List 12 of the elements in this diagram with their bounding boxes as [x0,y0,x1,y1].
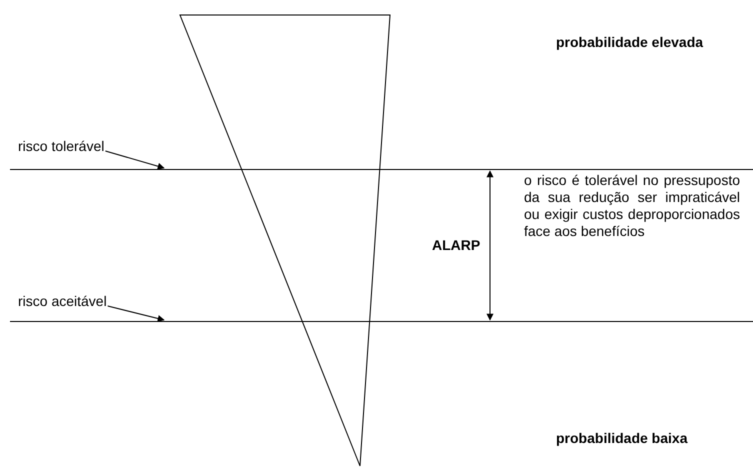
line-label: risco aceitável [18,293,107,309]
edge-label: ALARP [432,236,480,252]
leader-arrow [107,306,165,322]
line-label: risco tolerável [18,138,104,154]
double-arrow [486,170,494,321]
inverted-triangle [179,14,391,467]
region-label: probabilidade elevada [556,34,704,50]
region-label: probabilidade baixa [556,430,688,446]
horizontal-line [10,169,753,170]
leader-arrow [104,150,165,170]
description-text: o risco é tolerável no pressuposto da sua redução ser impraticável ou exigir custos deproporcionados face aos benefícios [524,172,740,240]
horizontal-line [10,321,753,322]
